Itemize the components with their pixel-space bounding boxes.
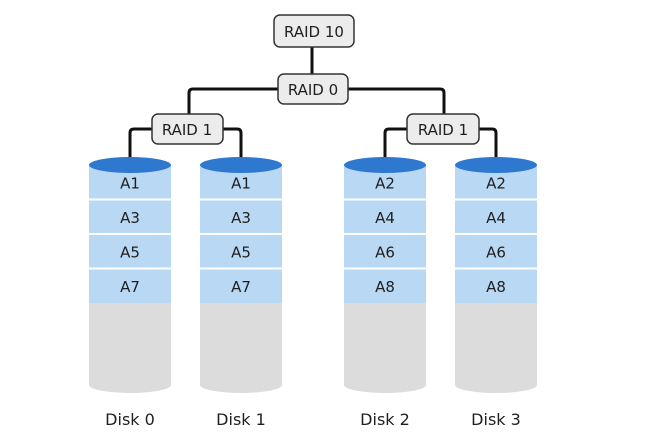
disk-0-block bbox=[89, 268, 171, 303]
disk-0-block-label: A3 bbox=[120, 209, 140, 227]
disk-1-free-space bbox=[200, 303, 282, 393]
disk-0-block-label: A1 bbox=[120, 174, 140, 192]
disk-2-block-label: A8 bbox=[375, 278, 395, 296]
node-raid1-left-label: RAID 1 bbox=[162, 121, 212, 139]
disk-2-block-label: A4 bbox=[375, 209, 395, 227]
disk-1-block-label: A1 bbox=[231, 174, 251, 192]
line-raid1-right-to-disk3 bbox=[479, 127, 498, 165]
line-raid1-left-to-disk0 bbox=[128, 127, 152, 165]
disk-3-block-label: A4 bbox=[486, 209, 506, 227]
disk-3-block bbox=[455, 234, 537, 269]
disk-2-block-label: A6 bbox=[375, 243, 395, 261]
disk-1-block bbox=[200, 199, 282, 234]
disk-1-block bbox=[200, 268, 282, 303]
disk-0-free-space bbox=[89, 303, 171, 393]
disk-3-block-label: A6 bbox=[486, 243, 506, 261]
disk-2-free-space bbox=[344, 303, 426, 393]
connector-lines bbox=[128, 47, 498, 165]
disk-3-block-label: A2 bbox=[486, 174, 506, 192]
node-raid1-right: RAID 1 bbox=[406, 113, 480, 145]
disk-1-block bbox=[200, 234, 282, 269]
disk-1-top bbox=[200, 157, 282, 173]
disk-2-top bbox=[344, 157, 426, 173]
disk-0-top bbox=[89, 157, 171, 173]
line-raid1-left-to-disk1 bbox=[223, 127, 243, 165]
disk-3-top bbox=[455, 157, 537, 173]
node-raid1-right-label: RAID 1 bbox=[418, 121, 468, 139]
disk-2-block bbox=[344, 199, 426, 234]
disk-2-block bbox=[344, 268, 426, 303]
disk-1-block-label: A3 bbox=[231, 209, 251, 227]
node-raid10: RAID 10 bbox=[273, 14, 355, 48]
node-raid1-left: RAID 1 bbox=[151, 113, 224, 145]
disk-0-block bbox=[89, 234, 171, 269]
line-raid0-to-raid1-left bbox=[187, 87, 278, 115]
disk-0-label: Disk 0 bbox=[105, 410, 155, 429]
disk-2-label: Disk 2 bbox=[360, 410, 410, 429]
disk-3-block bbox=[455, 199, 537, 234]
disk-1-label: Disk 1 bbox=[216, 410, 266, 429]
line-raid1-right-to-disk2 bbox=[383, 127, 407, 165]
disk-1-block-label: A5 bbox=[231, 243, 251, 261]
disk-3-free-space bbox=[455, 303, 537, 393]
node-raid0-label: RAID 0 bbox=[288, 81, 338, 99]
disk-3-label: Disk 3 bbox=[471, 410, 521, 429]
disk-3-block bbox=[455, 268, 537, 303]
disk-0-block-label: A5 bbox=[120, 243, 140, 261]
disk-0-block-label: A7 bbox=[120, 278, 140, 296]
disk-3-block-label: A8 bbox=[486, 278, 506, 296]
disk-0-block bbox=[89, 199, 171, 234]
disk-2-block bbox=[344, 234, 426, 269]
disk-1-block-label: A7 bbox=[231, 278, 251, 296]
node-raid0: RAID 0 bbox=[277, 73, 349, 105]
disk-2-block-label: A2 bbox=[375, 174, 395, 192]
node-raid10-label: RAID 10 bbox=[284, 23, 344, 41]
line-raid0-to-raid1-right bbox=[347, 87, 446, 115]
